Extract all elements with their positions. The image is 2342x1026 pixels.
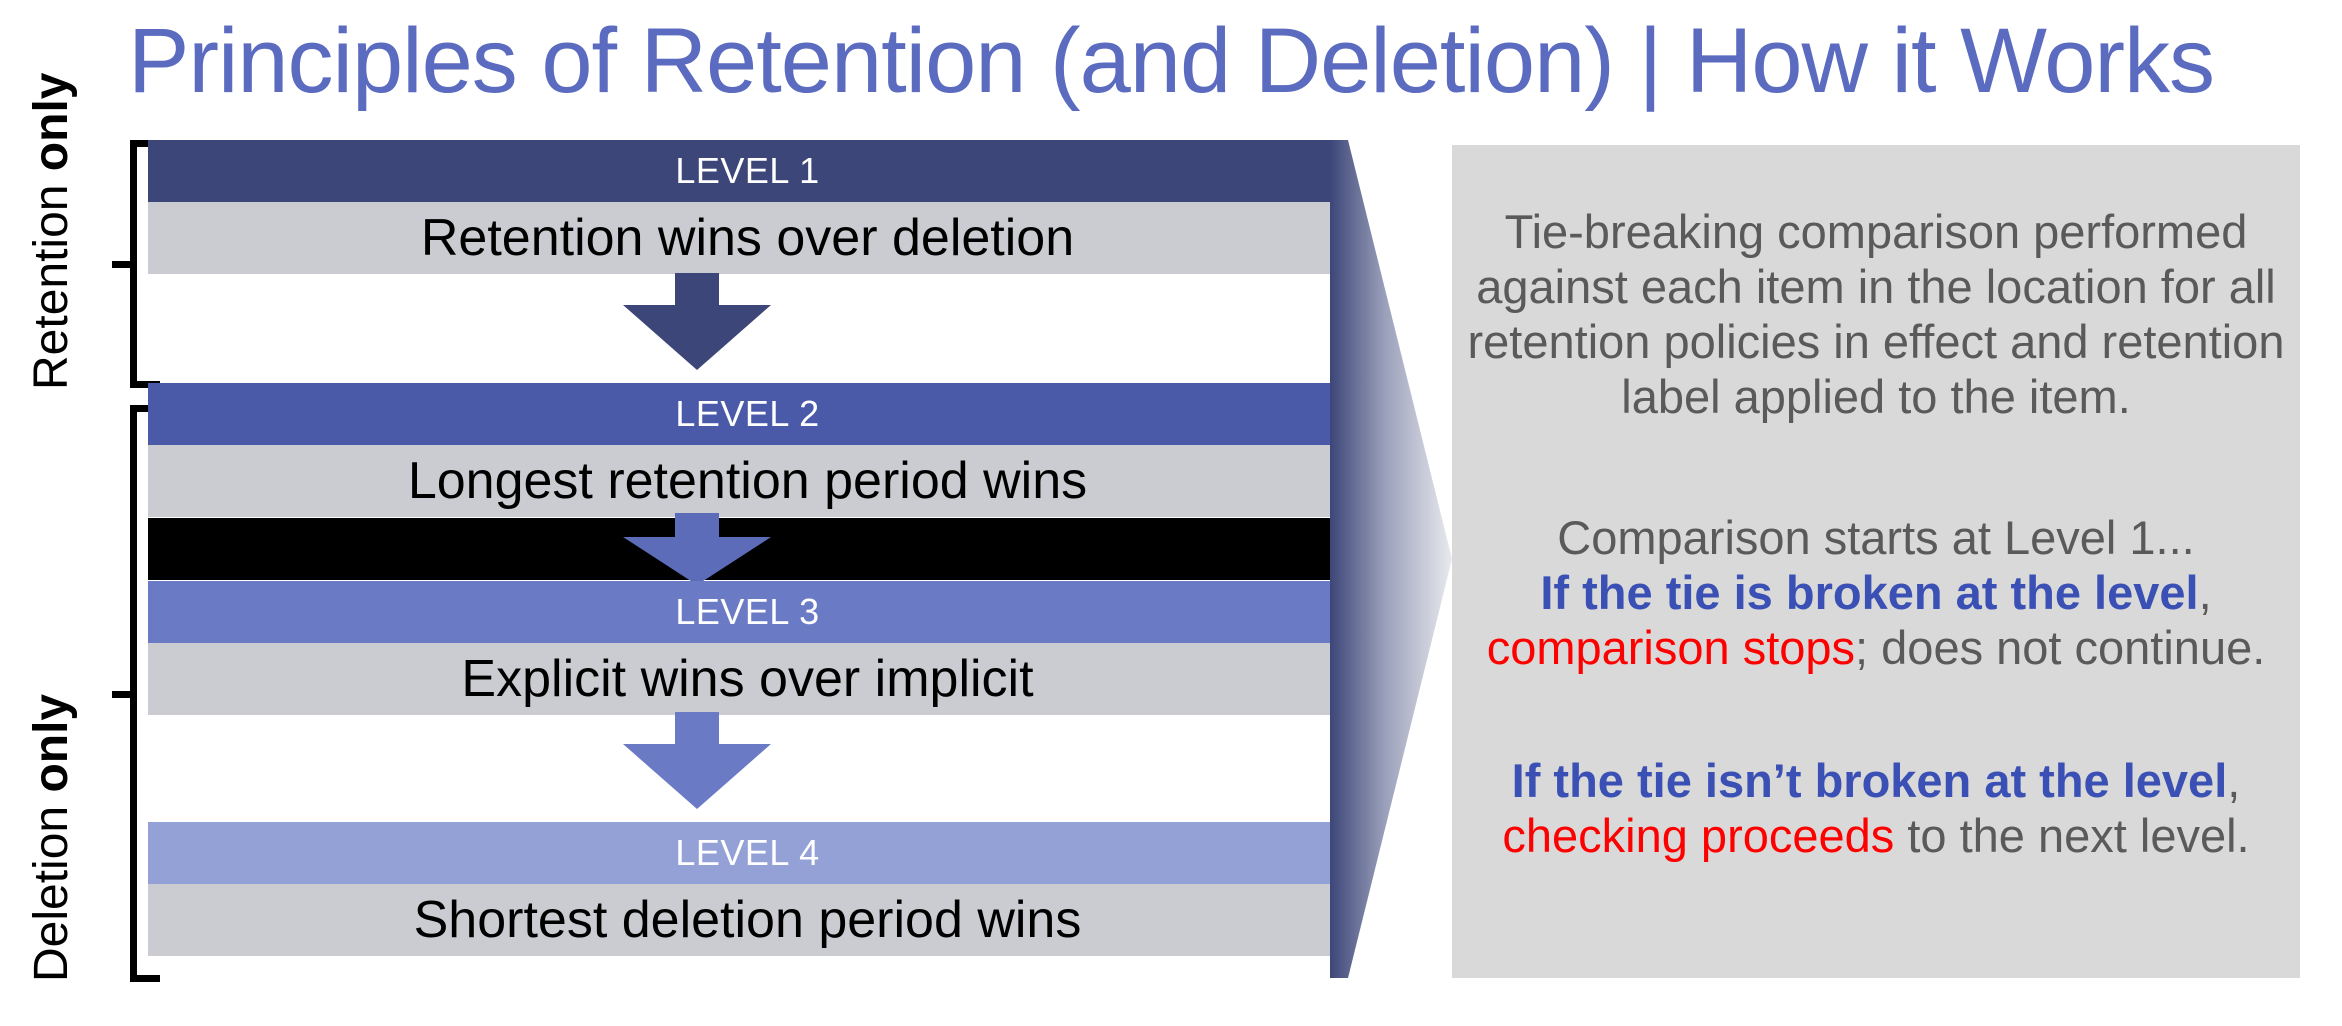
down-arrow-icon xyxy=(623,712,771,809)
level-4-description-text: Shortest deletion period wins xyxy=(413,891,1082,949)
level-4-header: LEVEL 4 xyxy=(148,822,1347,884)
comparison-start-text: Comparison starts at Level 1... xyxy=(1557,510,2195,564)
down-arrow-icon xyxy=(623,273,771,370)
level-3-description-text: Explicit wins over implicit xyxy=(461,650,1034,708)
panel-paragraph-3: If the tie isn’t broken at the level, ch… xyxy=(1466,754,2286,864)
group-label-retention-prefix: Retention xyxy=(25,171,78,390)
level-3-header: LEVEL 3 xyxy=(148,581,1347,643)
tie-not-broken-comma: , xyxy=(2227,753,2241,807)
level-1-header: LEVEL 1 xyxy=(148,140,1347,202)
level-3-description: Explicit wins over implicit xyxy=(148,643,1347,715)
level-4-name: LEVEL 4 xyxy=(675,832,820,873)
group-label-deletion-bold: only xyxy=(25,693,78,793)
tie-not-broken-highlight: If the tie isn’t broken at the level xyxy=(1511,753,2228,807)
down-arrow-icon xyxy=(623,513,771,585)
panel-paragraph-2: Comparison starts at Level 1... If the t… xyxy=(1466,511,2286,676)
bracket-mid-tick xyxy=(112,690,132,698)
level-2-description: Longest retention period wins xyxy=(148,445,1347,517)
level-2-name: LEVEL 2 xyxy=(675,393,820,434)
group-label-retention: Retention only xyxy=(24,73,79,390)
bracket-bottom-arm xyxy=(130,975,160,982)
right-pointer-icon xyxy=(1330,140,1460,978)
level-4-description: Shortest deletion period wins xyxy=(148,884,1347,956)
retention-deletion-diagram: Retention only Deletion only LEVEL 1 Ret… xyxy=(0,73,1460,1020)
panel-paragraph-1: Tie-breaking comparison performed agains… xyxy=(1467,205,2285,423)
level-1-description: Retention wins over deletion xyxy=(148,202,1347,274)
group-label-deletion-prefix: Deletion xyxy=(25,792,78,982)
level-2-description-text: Longest retention period wins xyxy=(407,452,1088,510)
comparison-stops-highlight: comparison stops xyxy=(1486,620,1856,674)
level-3-name: LEVEL 3 xyxy=(675,591,820,632)
level-2-header: LEVEL 2 xyxy=(148,383,1347,445)
comparison-stops-tail: ; does not continue. xyxy=(1855,620,2266,674)
bracket-vertical-line xyxy=(130,140,137,388)
bracket-bottom-arm xyxy=(130,381,160,388)
level-1-description-text: Retention wins over deletion xyxy=(420,209,1075,267)
page-title: Principles of Retention (and Deletion) |… xyxy=(127,9,2215,112)
bracket-retention xyxy=(112,140,160,388)
bracket-mid-tick xyxy=(112,261,132,268)
tie-broken-comma: , xyxy=(2198,565,2212,619)
level-1-name: LEVEL 1 xyxy=(675,150,820,191)
bracket-vertical-line xyxy=(130,405,137,982)
info-panel: Tie-breaking comparison performed agains… xyxy=(1452,145,2300,978)
bracket-top-arm xyxy=(130,405,160,412)
group-label-deletion: Deletion only xyxy=(24,694,79,982)
checking-proceeds-tail: to the next level. xyxy=(1894,808,2250,862)
bracket-top-arm xyxy=(130,140,160,147)
checking-proceeds-highlight: checking proceeds xyxy=(1502,808,1895,862)
bracket-deletion xyxy=(112,405,160,982)
tie-broken-highlight: If the tie is broken at the level xyxy=(1540,565,2199,619)
group-label-retention-bold: only xyxy=(25,72,78,172)
